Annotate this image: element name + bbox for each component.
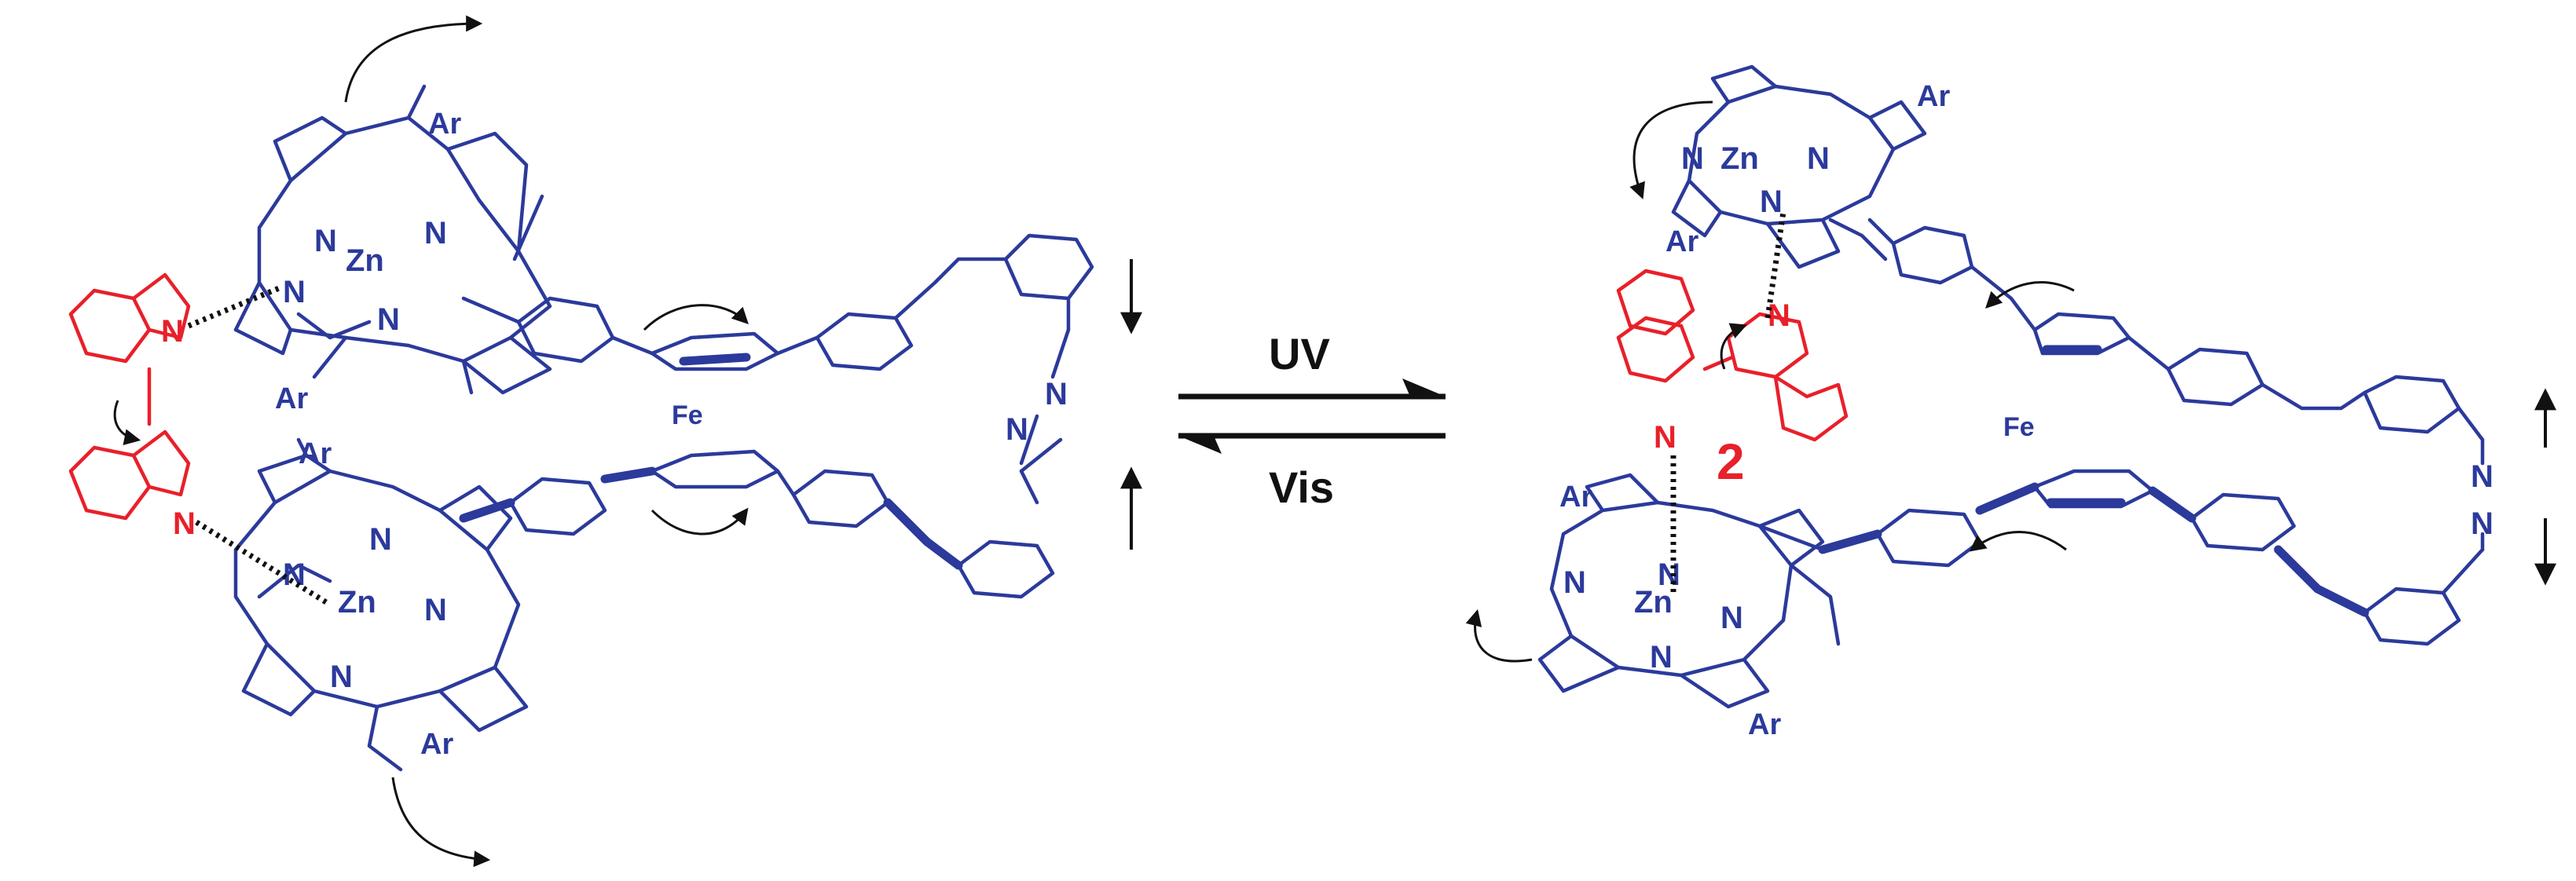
reverse-arrow-head bbox=[1178, 436, 1222, 454]
right-rotation-arrow-bottom bbox=[1465, 609, 1533, 663]
left-ligand-rotation bbox=[113, 400, 141, 445]
left-azo-n-lower: N bbox=[1006, 412, 1028, 447]
forward-arrow-head bbox=[1402, 378, 1446, 397]
right-coordination-upper bbox=[1764, 211, 1786, 319]
lower-left-n-top: N bbox=[369, 522, 392, 557]
left-rotation-arrow-top bbox=[344, 15, 483, 103]
right-iron: Fe bbox=[2003, 412, 2035, 442]
lower-left-n-right: N bbox=[424, 593, 447, 627]
upper-linker-right: Fe bbox=[1867, 218, 2485, 442]
reverse-condition-label: Vis bbox=[1269, 462, 1334, 512]
left-ferrocene-rotation-top bbox=[643, 304, 749, 331]
lower-porphyrin-right: N Zn N N N Ar Ar bbox=[1537, 473, 1841, 741]
left-structure: N Zn N N N Ar Ar N N Zn N N Ar Ar bbox=[68, 15, 1142, 868]
left-rotation-arrow-bottom bbox=[391, 777, 491, 868]
right-ferrocene-rotation-top bbox=[1985, 281, 2075, 309]
right-ferrocene-rotation-bottom bbox=[1969, 531, 2067, 552]
right-upper-aryl-bottom: Ar bbox=[1665, 225, 1698, 258]
upper-porphyrin-right: N Zn N N Ar Ar bbox=[1665, 64, 1950, 269]
right-upper-n-bottom: N bbox=[1760, 185, 1783, 219]
lower-porphyrin-left: N N Zn N N Ar Ar bbox=[233, 437, 529, 772]
right-lower-aryl-top: Ar bbox=[1559, 481, 1592, 514]
upper-linker-left bbox=[461, 233, 1094, 371]
upper-left-zn-n4: N bbox=[377, 302, 400, 337]
right-structure: N Zn N N Ar Ar N Zn N N N Ar Ar bbox=[1465, 64, 2556, 741]
right-upper-zn: Zn bbox=[1720, 141, 1759, 176]
upper-left-aryl-top: Ar bbox=[428, 108, 461, 141]
lower-left-zn: Zn bbox=[338, 585, 376, 620]
left-ligand-n-lower: N bbox=[173, 506, 196, 541]
left-azo-n-upper: N bbox=[1045, 377, 1068, 411]
left-coordination-lower bbox=[195, 520, 332, 607]
right-lower-n-bottom: N bbox=[1650, 640, 1673, 674]
right-ligand-n-upper: N bbox=[1768, 298, 1790, 333]
lower-left-n-bottom: N bbox=[330, 660, 353, 694]
right-ligand-rotation bbox=[1720, 323, 1747, 370]
right-lower-n-axial: N bbox=[1658, 557, 1680, 592]
upper-left-zn-n3: N bbox=[283, 275, 306, 309]
upper-left-zn: Zn bbox=[346, 243, 384, 278]
right-lower-n-left: N bbox=[1563, 565, 1586, 600]
left-ligand-n-upper: N bbox=[161, 314, 184, 349]
azo-bridge-right: N N bbox=[2471, 437, 2494, 552]
right-upper-aryl-top: Ar bbox=[1917, 80, 1950, 113]
upper-porphyrin-left: N Zn N N N Ar Ar bbox=[233, 84, 552, 415]
lower-linker-right bbox=[1818, 469, 2485, 646]
upper-left-zn-n2: N bbox=[424, 216, 447, 250]
upper-left-aryl-bottom: Ar bbox=[275, 382, 308, 415]
right-upper-n-right: N bbox=[1807, 141, 1830, 176]
right-lower-n-right: N bbox=[1720, 601, 1743, 635]
left-coordination-upper bbox=[187, 283, 284, 329]
right-ligand-n-lower: N bbox=[1654, 420, 1676, 455]
forward-condition-label: UV bbox=[1269, 329, 1330, 378]
azo-bridge-left: N N Fe bbox=[672, 327, 1071, 466]
right-azo-n-upper: N bbox=[2471, 459, 2494, 494]
lower-left-aryl-bottom: Ar bbox=[420, 728, 453, 761]
upper-left-zn-n1: N bbox=[314, 224, 337, 258]
lower-left-aryl-top: Ar bbox=[299, 437, 332, 470]
right-lower-aryl-bottom: Ar bbox=[1748, 708, 1781, 741]
lower-linker-left bbox=[459, 437, 1063, 599]
right-upper-n-left: N bbox=[1681, 141, 1704, 176]
equilibrium-arrows: UV Vis bbox=[1178, 329, 1446, 512]
left-iron: Fe bbox=[672, 400, 703, 430]
compound-number: 2 bbox=[1717, 433, 1745, 490]
left-ferrocene-rotation-bottom bbox=[650, 507, 749, 536]
left-isoquinoline-ligands: N N bbox=[68, 272, 196, 541]
right-isoquinoline-ligands: N N bbox=[1616, 269, 1849, 455]
right-azo-n-lower: N bbox=[2471, 506, 2494, 541]
right-rotation-arrow-top bbox=[1629, 101, 1713, 199]
right-lower-zn: Zn bbox=[1634, 585, 1673, 620]
